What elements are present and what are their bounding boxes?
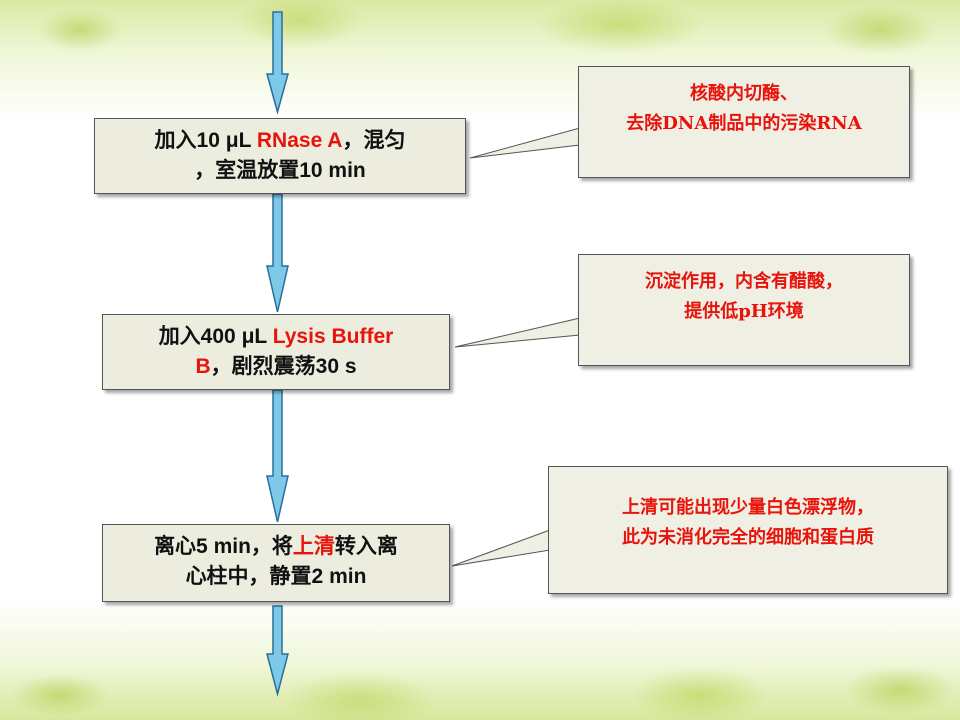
step-1-line-2: ，室温放置10 min xyxy=(194,159,366,182)
arrow-down-icon-4 xyxy=(266,605,289,697)
background-bottom-decoration xyxy=(0,600,960,720)
arrow-down-icon-1 xyxy=(266,11,289,115)
highlight-rnase-a: RNase A xyxy=(256,129,343,152)
note-lysis-buffer: 沉淀作用，内含有醋酸， 提供低pH环境 xyxy=(578,254,910,366)
arrow-down-icon-3 xyxy=(266,389,289,523)
highlight-lysis-buffer-b: B xyxy=(195,355,211,378)
step-2-line-1: 加入400 μL Lysis Buffer xyxy=(158,325,394,348)
step-3-line-1: 离心5 min，将上清转入离 xyxy=(154,535,398,558)
arrow-down-icon-2 xyxy=(266,193,289,313)
step-box-rnase: 加入10 μL RNase A，混匀 ，室温放置10 min xyxy=(94,118,466,194)
highlight-lysis-buffer: Lysis Buffer xyxy=(272,325,394,348)
step-1-line-1: 加入10 μL RNase A，混匀 xyxy=(154,129,406,152)
note-supernatant: 上清可能出现少量白色漂浮物， 此为未消化完全的细胞和蛋白质 xyxy=(548,466,948,594)
note-rnase: 核酸内切酶、 去除DNA制品中的污染RNA xyxy=(578,66,910,178)
callout-pointer-1 xyxy=(469,127,581,159)
step-box-centrifuge: 离心5 min，将上清转入离 心柱中，静置2 min xyxy=(102,524,450,602)
callout-pointer-2 xyxy=(454,317,581,348)
step-2-line-2: B，剧烈震荡30 s xyxy=(195,355,357,378)
callout-pointer-3 xyxy=(451,529,551,567)
step-box-lysis: 加入400 μL Lysis Buffer B，剧烈震荡30 s xyxy=(102,314,450,390)
step-3-line-2: 心柱中，静置2 min xyxy=(185,565,367,588)
highlight-supernatant: 上清 xyxy=(292,535,335,558)
